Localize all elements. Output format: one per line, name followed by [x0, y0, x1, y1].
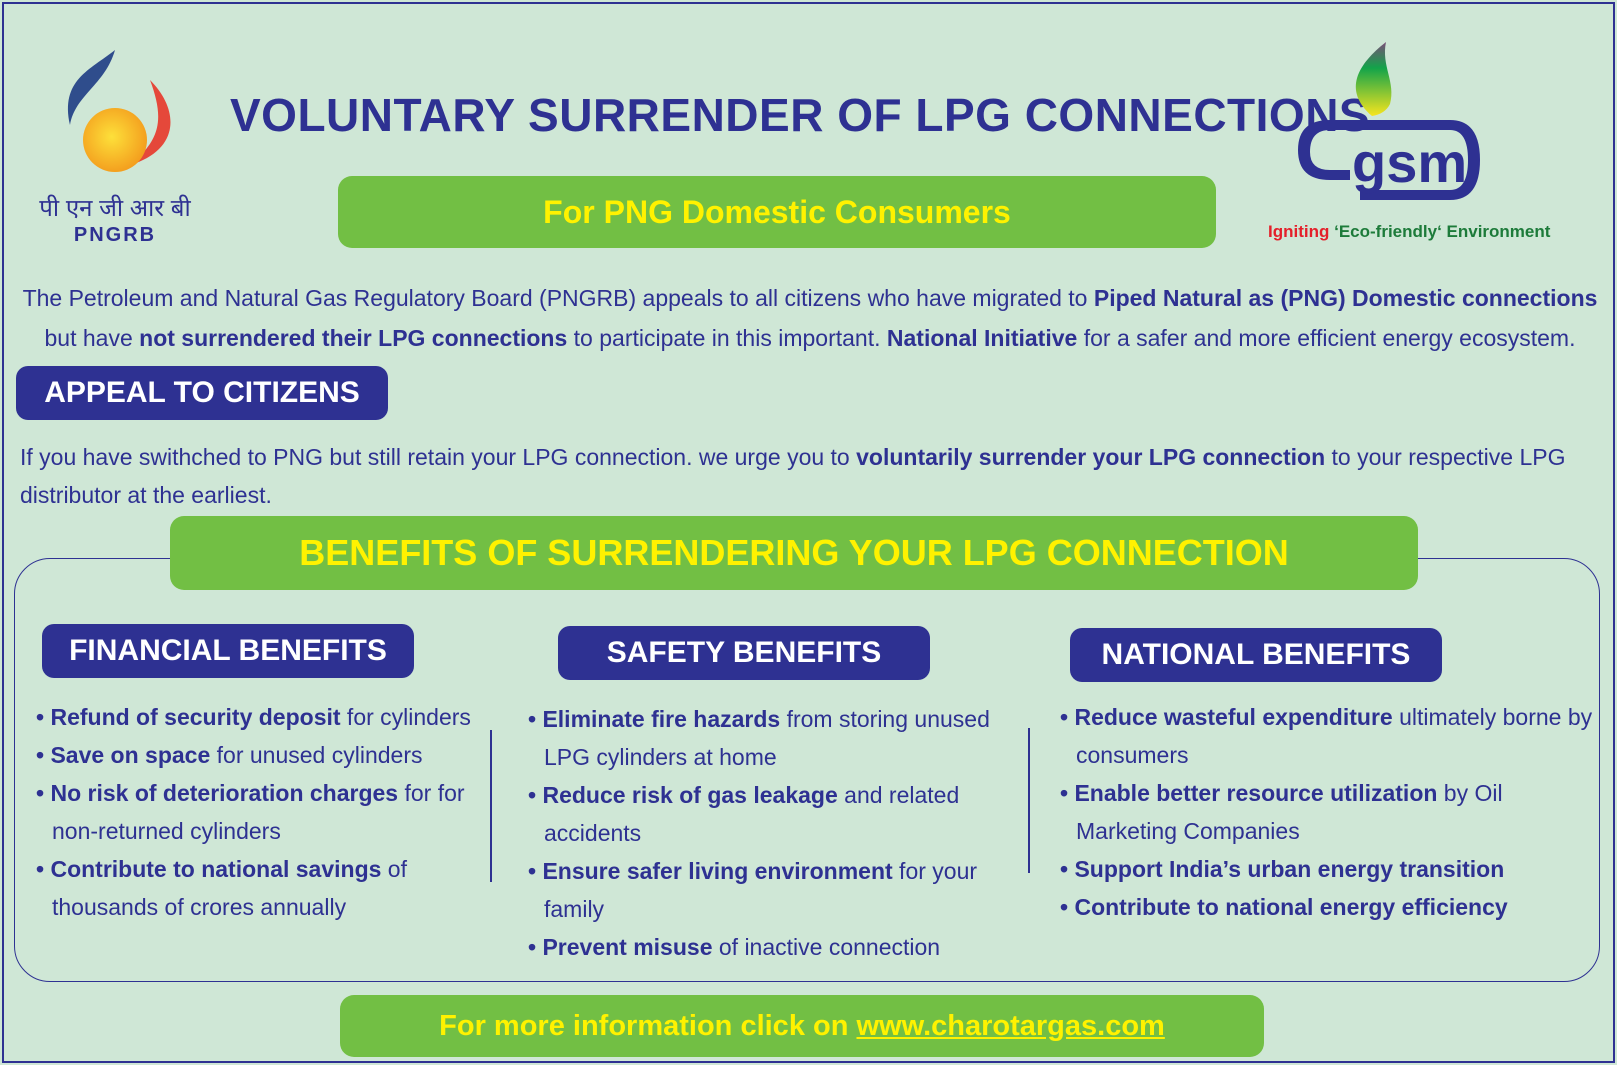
cgsm-flame-logo-icon: gsm: [1298, 42, 1480, 200]
tagline-red: Igniting: [1268, 222, 1330, 241]
list-item: Reduce wasteful expenditure ultimately b…: [1054, 698, 1594, 774]
website-link[interactable]: www.charotargas.com: [856, 1010, 1165, 1042]
pngrb-name: PNGRB: [73, 224, 157, 246]
subtitle-banner: For PNG Domestic Consumers: [338, 176, 1216, 248]
appeal-heading: APPEAL TO CITIZENS: [16, 366, 388, 420]
intro-bold: not surrendered their LPG connections: [139, 325, 568, 351]
financial-benefits-list: Refund of security deposit for cylinders…: [30, 698, 480, 926]
appeal-bold: voluntarily surrender your LPG connectio…: [856, 444, 1326, 470]
column-divider: [490, 730, 492, 882]
column-divider: [1028, 728, 1030, 873]
pngrb-flame-sun-icon: [68, 50, 171, 172]
list-item: Eliminate fire hazards from storing unus…: [522, 700, 992, 776]
intro-bold: National Initiative: [886, 325, 1078, 351]
appeal-text: If you have swithched to PNG but still r…: [20, 444, 857, 470]
list-item: Reduce risk of gas leakage and related a…: [522, 776, 992, 852]
intro-text: for a safer and more efficient energy ec…: [1077, 325, 1576, 351]
safety-benefits-heading: SAFETY BENEFITS: [558, 626, 930, 680]
national-benefits-heading: NATIONAL BENEFITS: [1070, 628, 1442, 682]
financial-benefits-heading: FINANCIAL BENEFITS: [42, 624, 414, 678]
list-item: Refund of security deposit for cylinders: [30, 698, 480, 736]
national-benefits-list: Reduce wasteful expenditure ultimately b…: [1054, 698, 1594, 926]
list-item: Save on space for unused cylinders: [30, 736, 480, 774]
appeal-text: to your respective LPG distributor at th…: [20, 444, 1566, 508]
list-item: No risk of deterioration charges for for…: [30, 774, 480, 850]
cgsm-logo: gsm: [1290, 40, 1520, 210]
svg-text:gsm: gsm: [1352, 131, 1467, 194]
list-item: Contribute to national energy efficiency: [1054, 888, 1594, 926]
intro-text: to participate in this important.: [567, 325, 887, 351]
safety-benefits-list: Eliminate fire hazards from storing unus…: [522, 700, 992, 966]
list-item: Enable better resource utilization by Oi…: [1054, 774, 1594, 850]
intro-text: The Petroleum and Natural Gas Regulatory…: [22, 285, 1094, 311]
tagline-green: ‘Eco-friendly‘ Environment: [1334, 222, 1551, 241]
list-item: Prevent misuse of inactive connection: [522, 928, 992, 966]
pngrb-logo: पी एन जी आर बी PNGRB: [30, 40, 200, 250]
intro-text: but have: [44, 325, 140, 351]
footer-text: For more information click on: [439, 1010, 857, 1042]
list-item: Support India’s urban energy transition: [1054, 850, 1594, 888]
list-item: Ensure safer living environment for your…: [522, 852, 992, 928]
page-title: VOLUNTARY SURRENDER OF LPG CONNECTIONS: [230, 89, 1371, 141]
intro-bold: Piped Natural as (PNG) Domestic connecti…: [1093, 285, 1598, 311]
appeal-paragraph: If you have swithched to PNG but still r…: [20, 438, 1600, 514]
intro-paragraph: The Petroleum and Natural Gas Regulatory…: [10, 278, 1610, 358]
benefits-heading: BENEFITS OF SURRENDERING YOUR LPG CONNEC…: [170, 516, 1418, 590]
cgsm-tagline: Igniting ‘Eco-friendly‘ Environment: [1268, 222, 1550, 242]
list-item: Contribute to national savings of thousa…: [30, 850, 480, 926]
pngrb-hindi-name: पी एन जी आर बी: [39, 195, 191, 222]
footer-banner: For more information click on www.charot…: [340, 995, 1264, 1057]
